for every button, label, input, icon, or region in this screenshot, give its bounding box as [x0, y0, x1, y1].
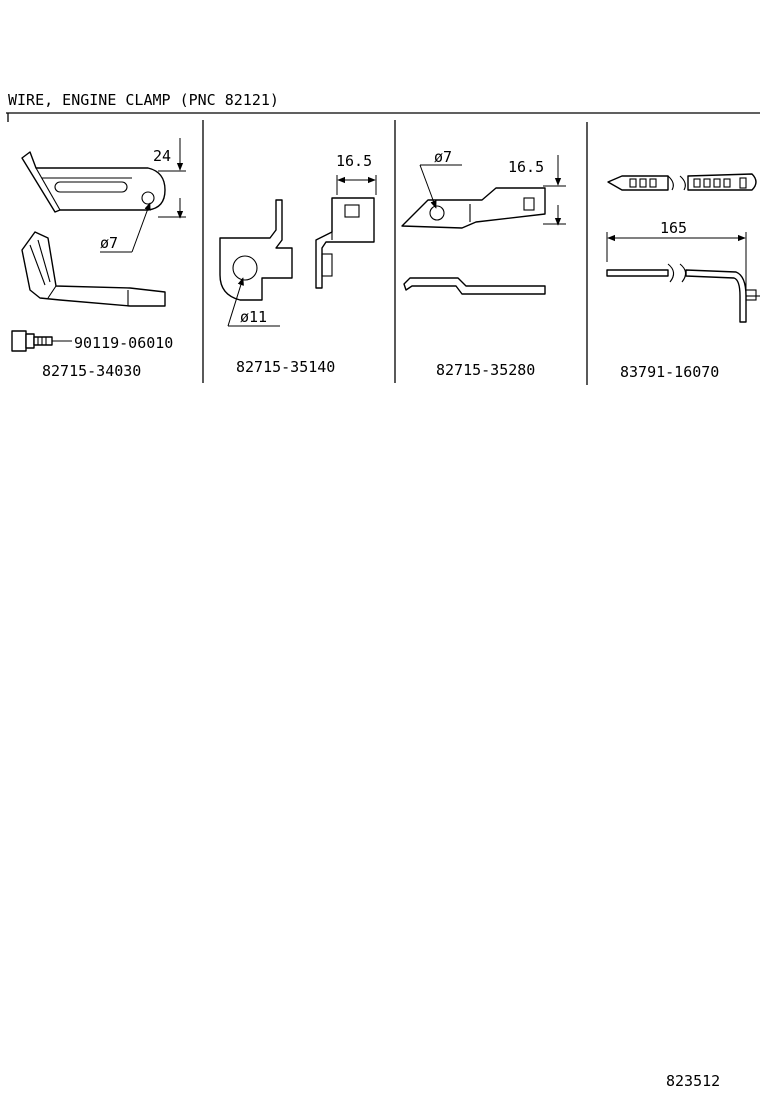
hole-callout: ø7	[100, 202, 151, 253]
table-frame	[6, 112, 760, 385]
cable-tie-drawing-side	[606, 263, 760, 323]
part-number: 82715-35140	[236, 358, 335, 376]
hole-callout: ø11	[227, 277, 280, 327]
dimension-label: 165	[660, 219, 687, 237]
panel-82715-35140: 16.5 ø11 82715-35140	[219, 152, 377, 376]
hole-diameter-label: ø7	[100, 234, 118, 252]
clamp-side-drawing	[315, 197, 375, 289]
dimension-label: 16.5	[508, 158, 544, 176]
hole-diameter-label: ø11	[240, 308, 267, 326]
diagram-number: 823512	[666, 1072, 720, 1090]
dimension-height: 24	[153, 138, 186, 219]
panel-82715-34030: 24 ø7 90119-06010 82715-34030	[11, 138, 186, 380]
dimension-width: 16.5	[336, 152, 377, 195]
panel-83791-16070: 165 83791-16070	[606, 173, 760, 381]
part-number: 83791-16070	[620, 363, 719, 381]
clamp-blade-drawing-top	[401, 187, 546, 229]
dimension-length: 165	[606, 219, 747, 290]
clamp-bracket-drawing-bottom	[21, 231, 166, 307]
bolt-part-number: 90119-06010	[74, 334, 173, 352]
bolt-icon	[11, 330, 72, 352]
panel-82715-35280: 16.5 ø7 82715-35280	[401, 148, 566, 379]
dimension-label: 24	[153, 147, 171, 165]
clamp-plate-drawing	[219, 199, 293, 301]
clamp-bracket-drawing-top	[21, 151, 166, 213]
dimension-height: 16.5	[508, 155, 566, 226]
dimension-label: 16.5	[336, 152, 372, 170]
clamp-blade-drawing-side	[403, 277, 546, 295]
hole-diameter-label: ø7	[434, 148, 452, 166]
page-title: WIRE, ENGINE CLAMP (PNC 82121)	[8, 91, 279, 109]
part-number: 82715-34030	[42, 362, 141, 380]
cable-tie-drawing-top	[607, 173, 757, 191]
hole-callout: ø7	[419, 148, 462, 209]
part-number: 82715-35280	[436, 361, 535, 379]
